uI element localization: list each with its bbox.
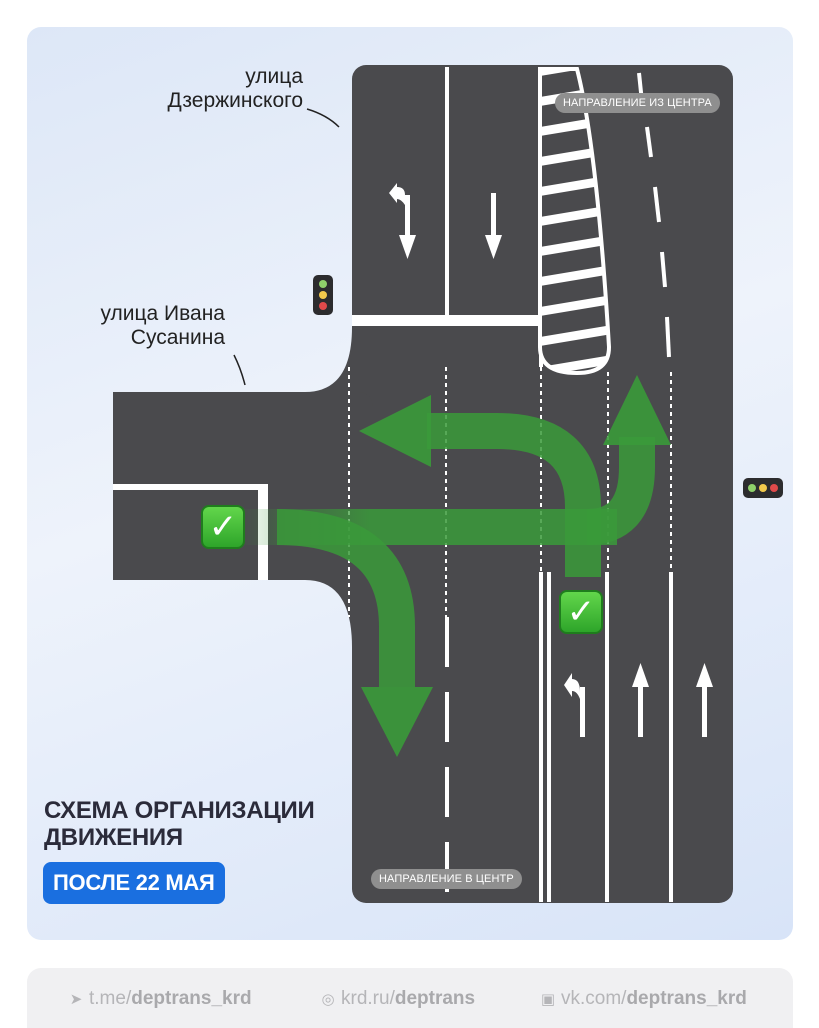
lane-line bbox=[445, 67, 449, 315]
vk-handle: deptrans_krd bbox=[626, 988, 747, 1009]
street-label-susanina: улица Ивана Сусанина bbox=[100, 302, 225, 349]
arrow-west-to-south bbox=[276, 509, 415, 687]
direction-label-to-center: НАПРАВЛЕНИЕ В ЦЕНТР bbox=[371, 869, 522, 889]
telegram-handle: deptrans_krd bbox=[131, 988, 252, 1009]
vk-prefix: vk.com/ bbox=[561, 988, 627, 1009]
intersection-diagram bbox=[113, 65, 783, 903]
page-title: СХЕМА ОРГАНИЗАЦИИ ДВИЖЕНИЯ bbox=[44, 797, 315, 851]
vk-link[interactable]: ▣ vk.com/deptrans_krd bbox=[539, 988, 747, 1011]
vk-icon: ▣ bbox=[540, 991, 556, 1008]
movement-arrows bbox=[237, 375, 671, 757]
direction-label-from-center: НАПРАВЛЕНИЕ ИЗ ЦЕНТРА bbox=[555, 93, 720, 113]
traffic-light-vertical-icon bbox=[313, 275, 333, 315]
infographic-card: улица Дзержинского улица Ивана Сусанина … bbox=[27, 27, 793, 940]
date-badge: ПОСЛЕ 22 МАЯ bbox=[43, 862, 225, 904]
site-handle: deptrans bbox=[394, 988, 476, 1009]
site-link[interactable]: ◎ krd.ru/deptrans bbox=[319, 988, 475, 1011]
lane-arrows-south bbox=[564, 663, 713, 737]
street-label-dzerzhinsky: улица Дзержинского bbox=[167, 65, 303, 112]
arrow-south-to-west bbox=[427, 413, 601, 577]
arrow-head-west bbox=[359, 395, 431, 467]
arrow-head-north bbox=[603, 375, 671, 445]
lane-lines-south bbox=[445, 572, 673, 902]
leader-line-susanina bbox=[233, 354, 246, 386]
traffic-light-horizontal-icon bbox=[743, 478, 783, 498]
globe-icon: ◎ bbox=[321, 991, 335, 1008]
telegram-icon: ➤ bbox=[69, 991, 83, 1008]
checkmark-icon: ✓ bbox=[201, 505, 245, 549]
stop-line-west bbox=[113, 484, 265, 490]
checkmark-icon: ✓ bbox=[559, 590, 603, 634]
site-prefix: krd.ru/ bbox=[341, 988, 395, 1009]
lane-arrows-north bbox=[389, 183, 502, 259]
telegram-link[interactable]: ➤ t.me/deptrans_krd bbox=[67, 988, 252, 1011]
footer: ➤ t.me/deptrans_krd ◎ krd.ru/deptrans ▣ vk.… bbox=[27, 968, 793, 1028]
telegram-prefix: t.me/ bbox=[89, 988, 132, 1009]
stop-line-north bbox=[352, 315, 542, 326]
arrow-head-south bbox=[361, 687, 433, 757]
leader-line-dzerzhinsky bbox=[306, 108, 340, 128]
